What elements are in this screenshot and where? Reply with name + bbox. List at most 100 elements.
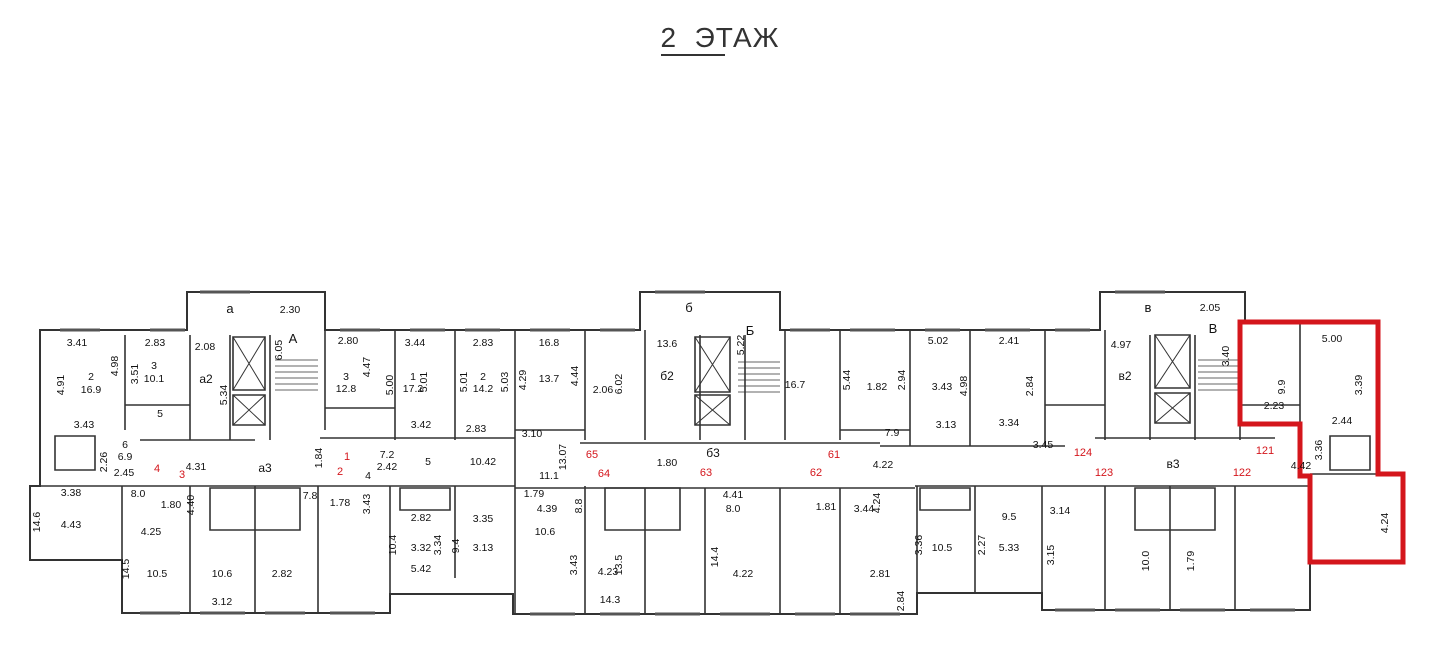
dimension-label: 2.05 [1200, 302, 1221, 314]
dimension-label: 2.83 [466, 423, 487, 435]
corridor-wall-bottom [40, 485, 1310, 489]
dimension-label: 4.22 [873, 459, 894, 471]
dimension-label: 1.78 [330, 497, 351, 509]
dimension-label: 10.4 [387, 535, 399, 556]
dimension-label: 3.39 [1353, 375, 1365, 396]
section-label: в [1145, 300, 1152, 315]
corridor-wall-top [140, 437, 1275, 447]
corridor-label: б3 [706, 446, 720, 460]
dimension-label: 2.06 [593, 384, 614, 396]
dimension-label: 3.40 [1220, 346, 1232, 367]
dimension-label: 3.38 [61, 487, 82, 499]
dimension-label: 7.8 [303, 490, 318, 502]
stairs [275, 359, 1238, 393]
dimension-label: 2.41 [999, 335, 1020, 347]
dimension-label: 4.24 [1379, 513, 1391, 534]
dimension-label: 3.44 [854, 503, 875, 515]
dimension-label: 5 [157, 408, 163, 420]
dimension-label: 14.5 [120, 559, 132, 580]
dimension-label: 11.1 [539, 470, 559, 482]
dimension-label: 5.44 [841, 370, 853, 391]
dimension-label: 3.14 [1050, 505, 1071, 517]
title-underline [660, 54, 725, 56]
dimension-label: 4.39 [537, 503, 558, 515]
dimension-label: 16.8 [539, 337, 560, 349]
dimension-label: 9.4 [450, 539, 462, 554]
dimension-label: 3.43 [74, 419, 95, 431]
stair-room-label: б2 [660, 369, 674, 383]
apartment-number: 63 [700, 467, 712, 479]
dimension-label: 5.34 [218, 385, 230, 406]
dimension-label: 5.33 [999, 542, 1020, 554]
dimension-label: 3.32 [411, 542, 432, 554]
apartment-number: 122 [1233, 467, 1251, 479]
section-label: А [289, 331, 298, 346]
window-ticks [60, 290, 1365, 616]
dimension-label: 7.9 [885, 427, 900, 439]
dimension-label: 2 [480, 371, 486, 383]
dimension-label: 2.94 [896, 370, 908, 391]
dimension-label: 14.2 [473, 383, 494, 395]
dimension-label: 10.6 [535, 526, 556, 538]
dimension-label: 2.27 [976, 535, 988, 556]
dimension-label: 3.34 [999, 417, 1020, 429]
dimension-label: 5.03 [499, 372, 511, 393]
floor-word: ЭТАЖ [694, 22, 780, 53]
dimension-label: 1.81 [816, 501, 837, 513]
dimension-label: 10.0 [1140, 551, 1152, 572]
dimension-label: 8.8 [573, 499, 585, 514]
dimension-label: 4.98 [109, 356, 121, 377]
dimension-label: 3.13 [936, 419, 957, 431]
dimension-label: 13.07 [557, 444, 569, 470]
apartment-number: 1 [344, 451, 350, 463]
apartment-number: 121 [1256, 445, 1274, 457]
dimension-label: 2.44 [1332, 415, 1353, 427]
dimension-label: 10.1 [144, 373, 165, 385]
highlighted-apartment-outline [1237, 319, 1406, 565]
dimension-label: 10.6 [212, 568, 233, 580]
dimension-label: 4.24 [871, 493, 883, 514]
dimension-label: 4.25 [141, 526, 162, 538]
apartment-number: 3 [179, 469, 185, 481]
dimension-label: 4.91 [55, 375, 67, 396]
section-label: б [685, 300, 692, 315]
dimension-label: 3.36 [1313, 440, 1325, 461]
dimension-label: 4.47 [361, 357, 373, 378]
apartment-number: 65 [586, 449, 598, 461]
dimension-label: 14.3 [600, 594, 621, 606]
partitions-lower [30, 473, 1378, 614]
dimension-label: 3 [343, 371, 349, 383]
section-label: В [1209, 321, 1218, 336]
dimension-label: 6.05 [273, 340, 285, 361]
dimension-label: 4.40 [185, 495, 197, 516]
bathrooms [54, 435, 1371, 531]
dimension-label: 3.13 [473, 542, 494, 554]
dimension-label: 2.81 [870, 568, 891, 580]
dimension-label: 5.00 [384, 375, 396, 396]
dimension-label: 4.43 [61, 519, 82, 531]
dimension-label: 13.5 [613, 555, 625, 576]
dimension-label: 13.7 [539, 373, 560, 385]
dimension-label: 5.01 [418, 372, 430, 393]
dimension-label: 2.84 [895, 591, 907, 612]
dimension-label: 2.82 [411, 512, 432, 524]
partitions-upper [124, 322, 1301, 486]
apartment-number: 4 [154, 463, 160, 475]
dimension-label: 4.23 [598, 566, 619, 578]
dimension-label: 3.42 [411, 419, 432, 431]
corridor-label: а3 [258, 461, 272, 475]
apartment-number: 2 [337, 466, 343, 478]
dimension-label: 5.22 [735, 335, 747, 356]
dimension-label: 10.5 [147, 568, 168, 580]
dimension-label: 5.42 [411, 563, 432, 575]
section-label: Б [746, 323, 755, 338]
dimension-label: 10.42 [470, 456, 496, 468]
dimension-label: 3.10 [522, 428, 543, 440]
highlight-contour [1237, 319, 1406, 565]
stair-room-label: в2 [1118, 369, 1131, 383]
dimension-label: 1.82 [867, 381, 888, 393]
dimension-label: 3.43 [568, 555, 580, 576]
dimension-label: 5.01 [458, 372, 470, 393]
